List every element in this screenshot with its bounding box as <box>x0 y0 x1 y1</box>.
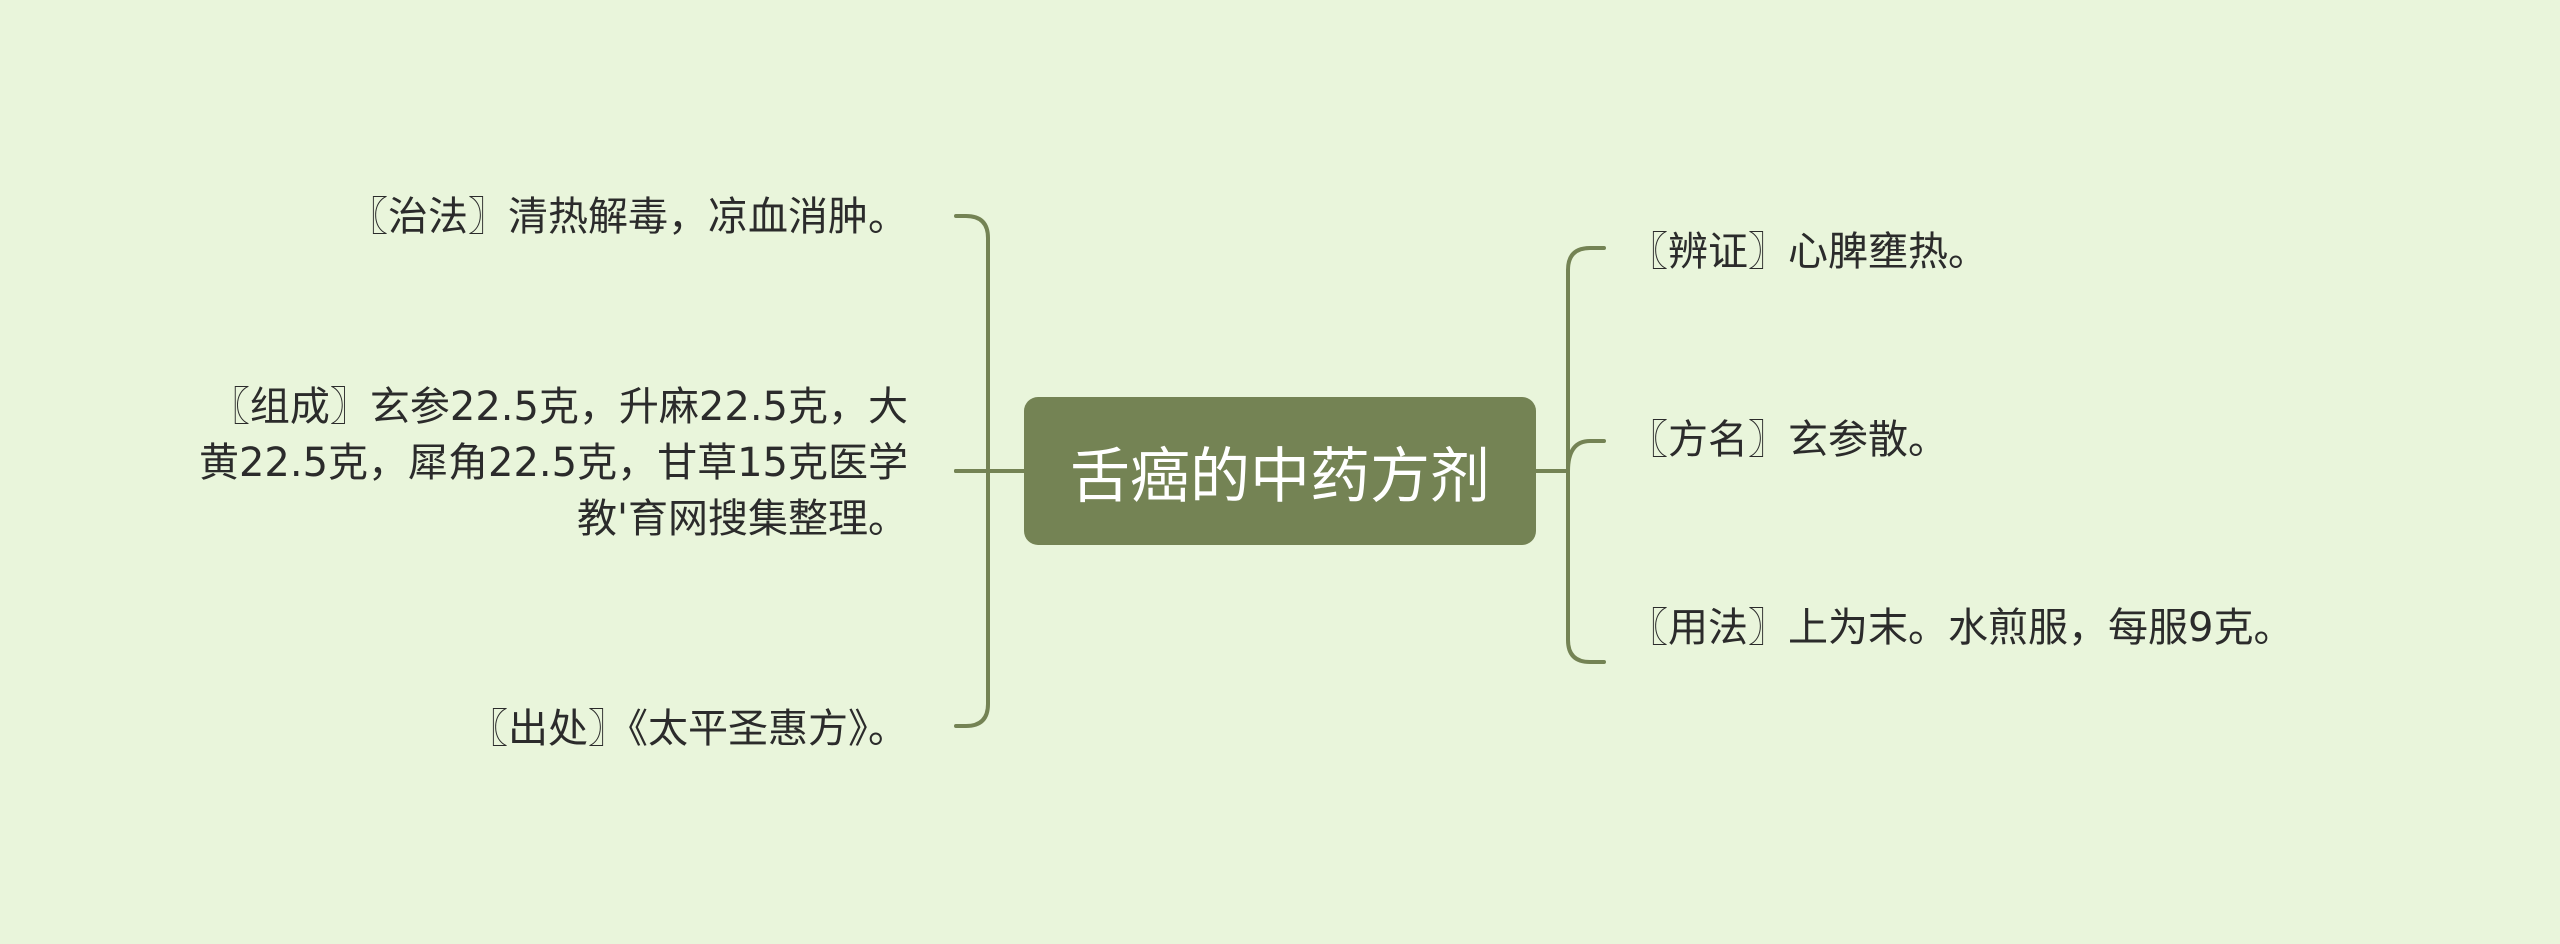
central-topic-label: 舌癌的中药方剂 <box>1070 441 1490 512</box>
branch-prescription-name[interactable]: 〖方名〗玄参散。 <box>1628 417 1948 463</box>
branch-usage[interactable]: 〖用法〗上为末。水煎服，每服9克。 <box>1628 605 2294 651</box>
left-branch-connector-treatment <box>954 214 990 473</box>
right-branch-connector-syndrome <box>1566 246 1606 473</box>
right-branch-connector-usage <box>1566 469 1606 664</box>
branch-source[interactable]: 〖出处〗《太平圣惠方》。 <box>468 706 908 752</box>
branch-composition[interactable]: 〖组成〗玄参22.5克，升麻22.5克，大黄22.5克，犀角22.5克，甘草15… <box>198 384 908 542</box>
central-topic-node[interactable]: 舌癌的中药方剂 <box>1024 397 1536 545</box>
right-branch-connector-prescription <box>1566 439 1606 473</box>
left-branch-connector-source <box>954 469 990 728</box>
branch-syndrome-differentiation[interactable]: 〖辨证〗心脾壅热。 <box>1628 229 1988 275</box>
branch-treatment-method[interactable]: 〖治法〗清热解毒，凉血消肿。 <box>348 194 908 240</box>
